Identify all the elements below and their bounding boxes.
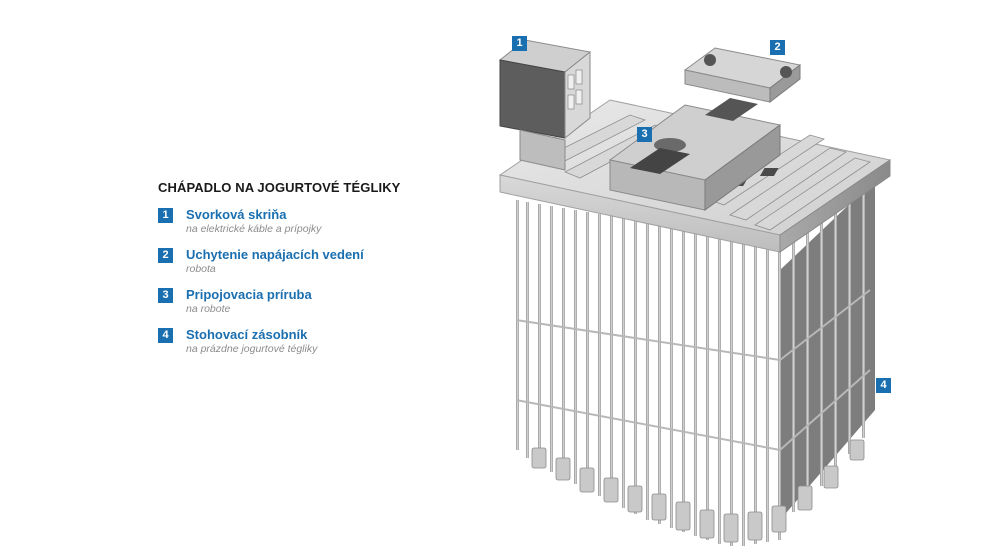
legend-item-subtitle: na elektrické káble a prípojky [186, 223, 322, 235]
magazine-braces [515, 289, 871, 451]
terminal-connectors [567, 69, 583, 110]
legend-title: CHÁPADLO NA JOGURTOVÉ TÉGLIKY [158, 180, 401, 195]
callout-3: 3 [637, 127, 652, 142]
cup-holders [531, 439, 865, 543]
legend-item-subtitle: robota [186, 263, 216, 275]
mount-hole-right [780, 66, 792, 78]
magazine-rods-front [516, 200, 781, 546]
legend-item-title: Stohovací zásobník [186, 327, 308, 342]
number-badge: 4 [158, 328, 173, 343]
legend-item-title: Pripojovacia príruba [186, 287, 312, 302]
number-badge: 2 [158, 248, 173, 263]
legend-item-title: Svorková skriňa [186, 207, 287, 222]
magazine-side [780, 180, 875, 520]
top-plate-side [779, 159, 891, 253]
number-badge: 1 [158, 208, 173, 223]
terminal-bracket [519, 129, 566, 171]
legend-item-subtitle: na prázdne jogurtové tégliky [186, 343, 318, 355]
magazine-rods-side [792, 176, 865, 512]
flange-window [630, 148, 690, 174]
callout-4: 4 [876, 378, 891, 393]
legend-item-flange: 3 Pripojovacia príruba na robote [158, 287, 458, 327]
number-badge: 3 [158, 288, 173, 303]
gripper-illustration: 1 2 3 4 [480, 20, 1000, 551]
mount-hole-left [704, 54, 716, 66]
legend-item-supply-mount: 2 Uchytenie napájacích vedení robota [158, 247, 458, 287]
legend-item-subtitle: na robote [186, 303, 231, 315]
callout-1: 1 [512, 36, 527, 51]
gripper-drawing [498, 39, 892, 546]
legend-item-terminal-box: 1 Svorková skriňa na elektrické káble a … [158, 207, 458, 247]
legend-item-stack-magazine: 4 Stohovací zásobník na prázdne jogurtov… [158, 327, 458, 367]
callout-2: 2 [770, 40, 785, 55]
legend: CHÁPADLO NA JOGURTOVÉ TÉGLIKY 1 Svorková… [158, 180, 458, 367]
legend-item-title: Uchytenie napájacích vedení [186, 247, 364, 262]
